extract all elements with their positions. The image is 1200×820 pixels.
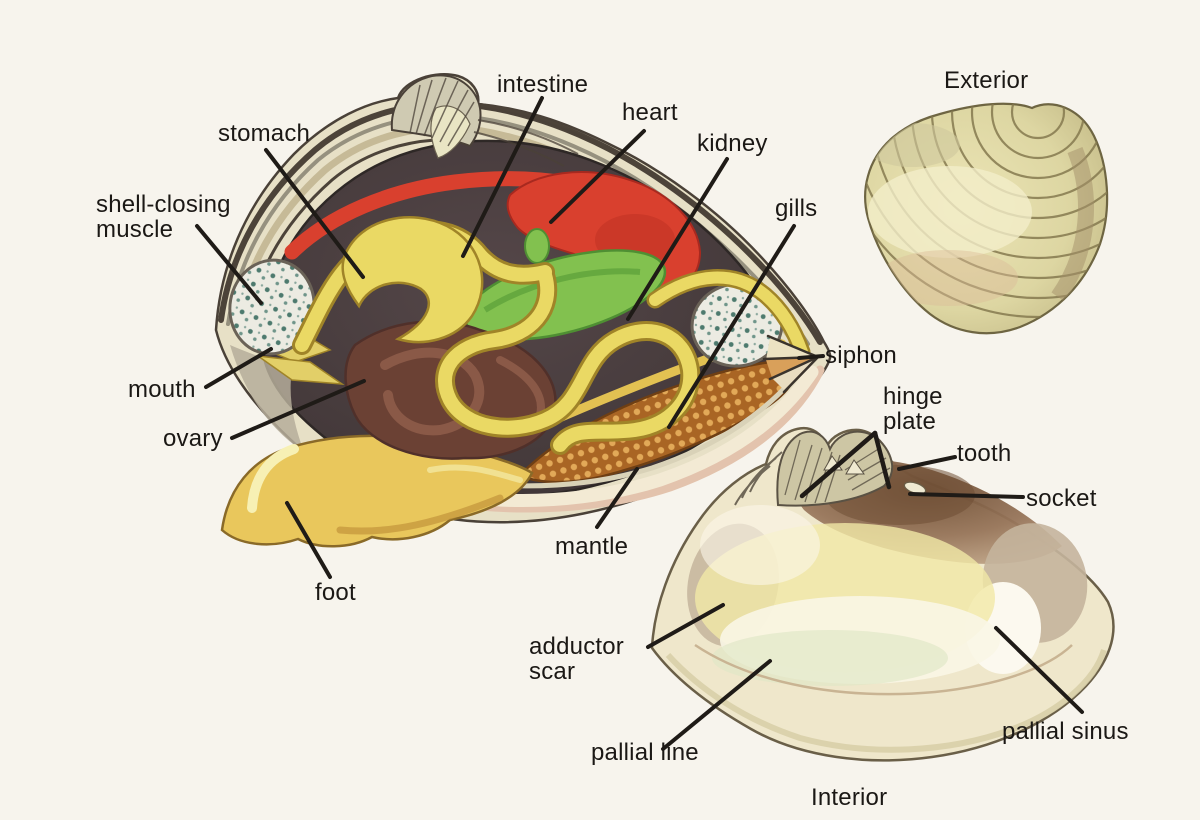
- siphon-detail: [762, 334, 820, 394]
- leader-line-shell-closing-muscle: [195, 224, 263, 305]
- exterior-shell-illustration: [863, 102, 1109, 335]
- leader-line-mantle: [595, 467, 639, 529]
- leader-line-pallial-line: [661, 659, 772, 751]
- leader-line-socket: [908, 492, 1025, 499]
- leader-line-siphon: [797, 354, 825, 360]
- kidney-organ: [463, 228, 667, 341]
- interior-shell-illustration: [650, 426, 1115, 762]
- leader-line-ovary: [230, 379, 366, 440]
- leader-line-hinge-plate: [799, 430, 878, 499]
- leader-line-pallial-sinus: [994, 626, 1084, 714]
- leader-line-gills: [667, 224, 796, 429]
- umbo-shell-detail: [390, 74, 591, 167]
- leader-line-heart: [549, 129, 646, 224]
- leader-line-kidney: [626, 157, 729, 321]
- leader-line-foot: [285, 501, 332, 579]
- stomach-organ: [341, 216, 484, 344]
- leader-line-adductor-scar: [646, 603, 725, 649]
- leader-line-tooth: [897, 455, 957, 471]
- main-clam-illustration: [214, 73, 832, 548]
- leader-line-hinge-plate: [872, 430, 892, 490]
- leader-line-stomach: [264, 148, 365, 279]
- leader-line-mouth: [204, 347, 273, 389]
- leader-line-intestine: [461, 96, 544, 258]
